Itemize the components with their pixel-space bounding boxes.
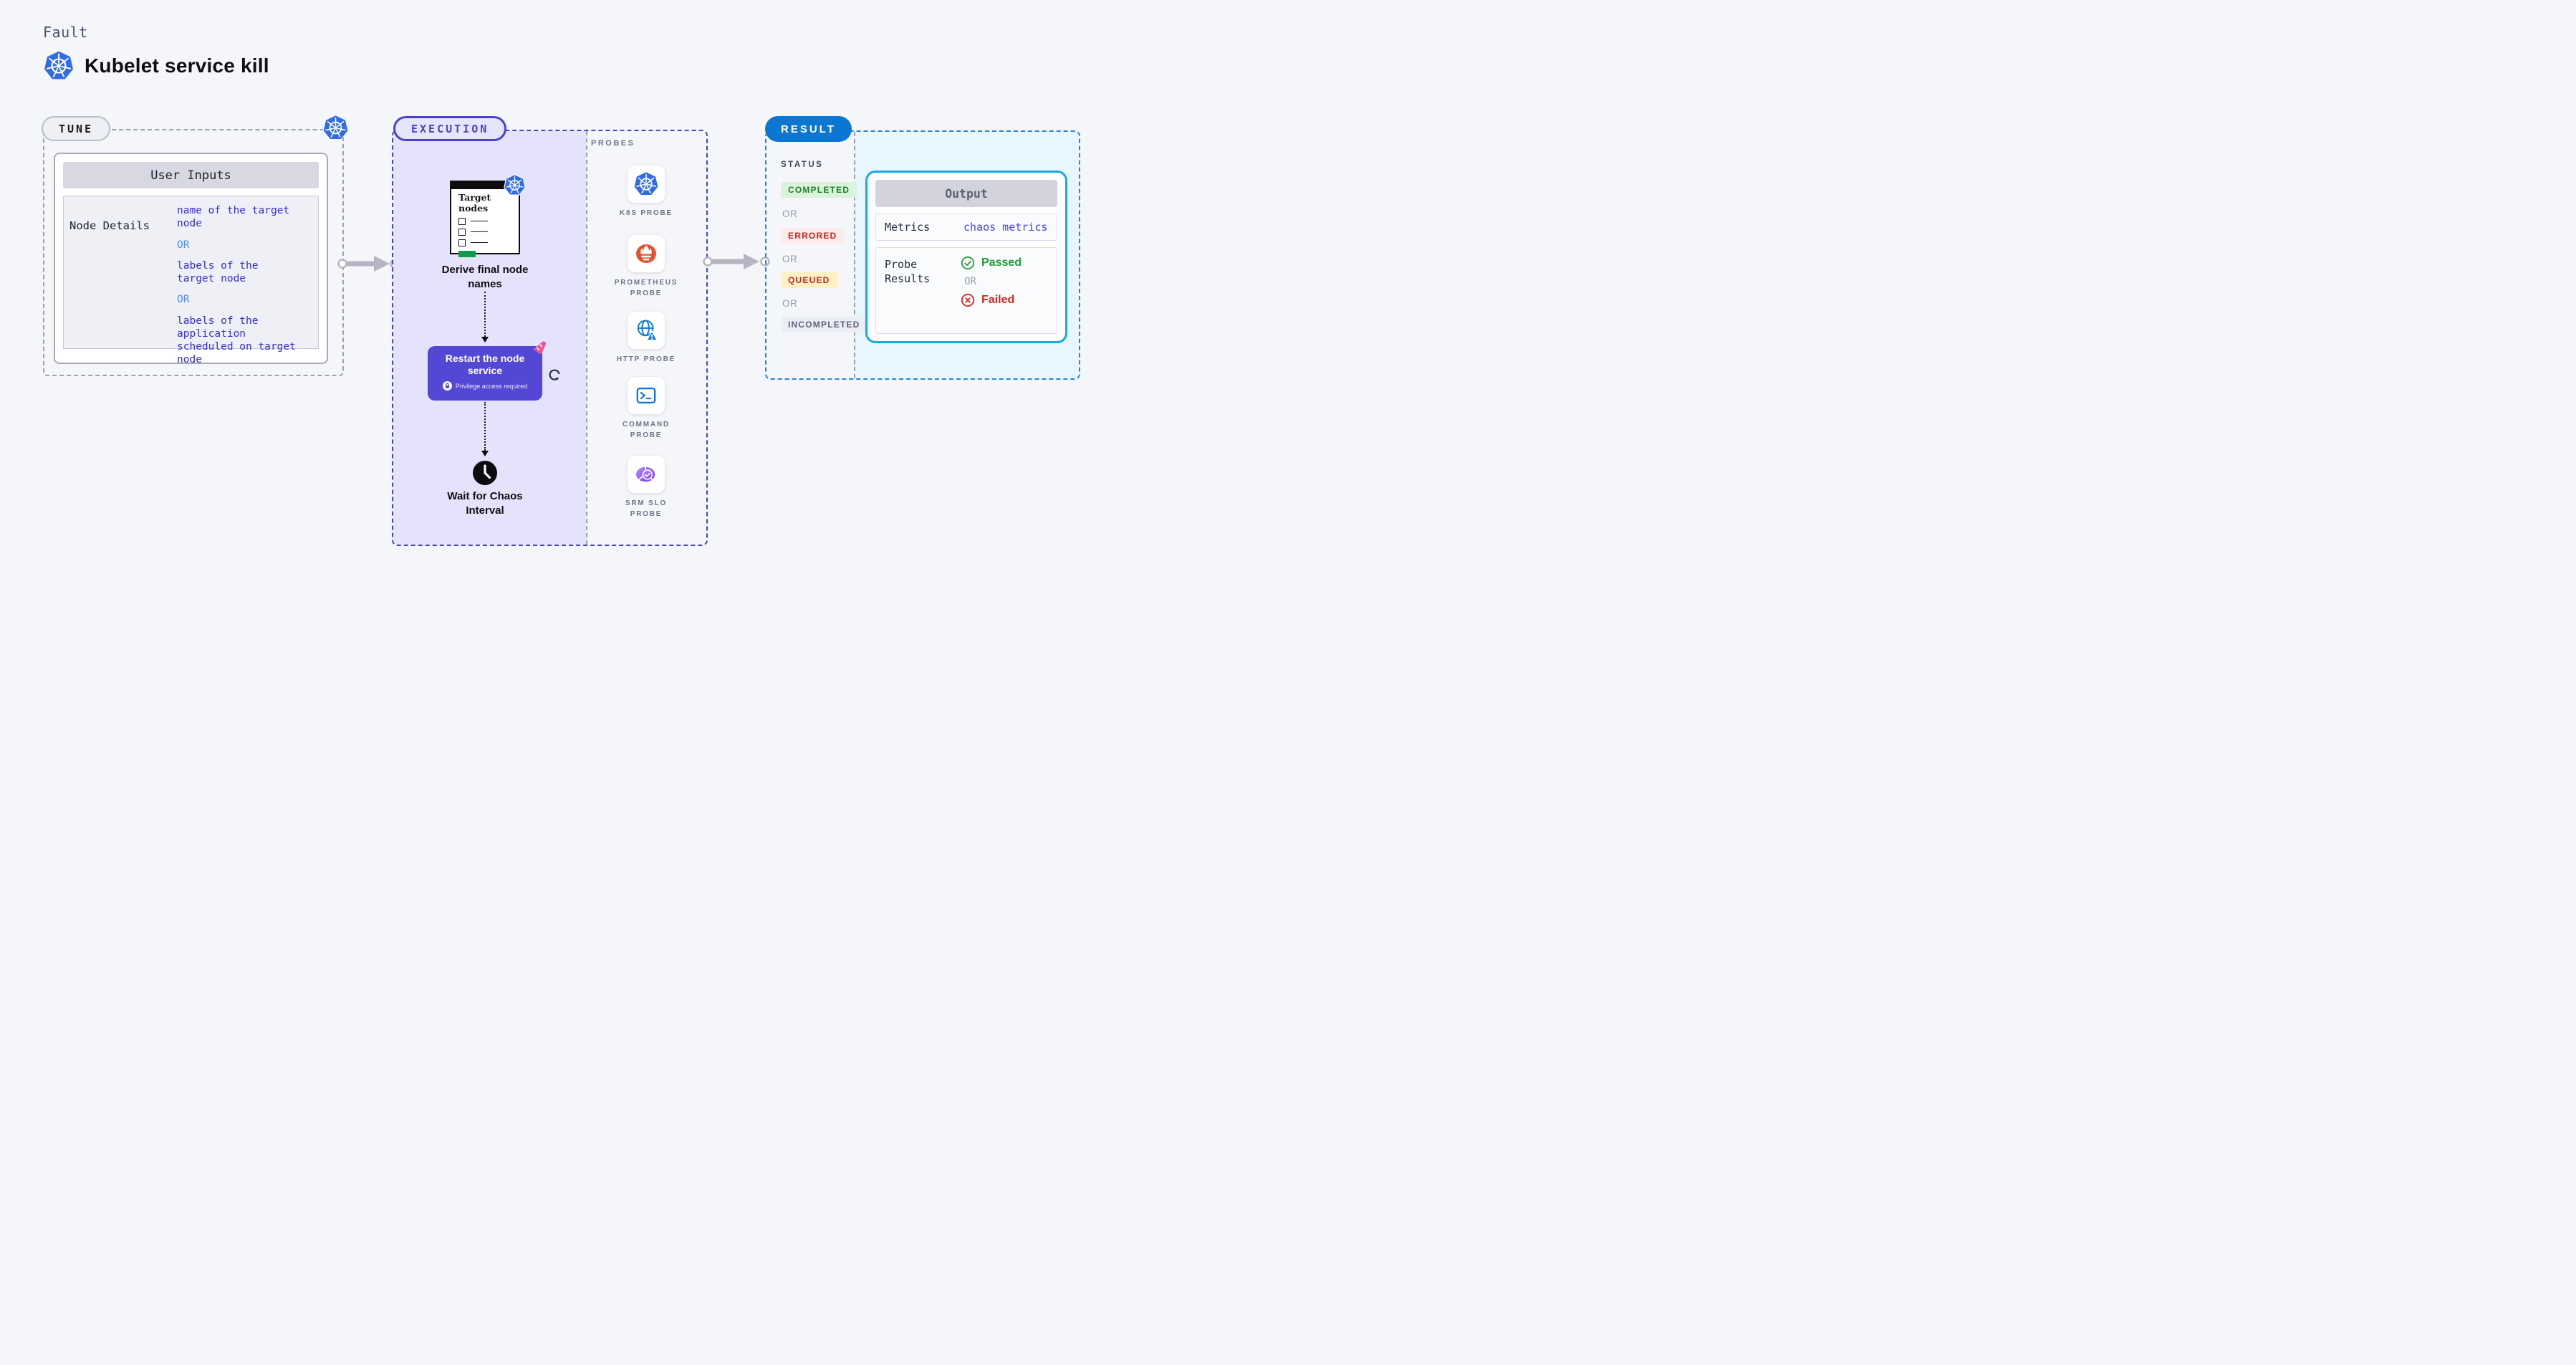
step-derive-node-names: Derive final node names: [441, 264, 529, 290]
probe-name: K8S PROBE: [620, 209, 673, 217]
restart-step-title: Restart the node service: [445, 353, 525, 377]
flow-connector: [484, 292, 486, 337]
check-circle-icon: [961, 256, 975, 270]
probe-item-k8s: K8S PROBE: [585, 166, 708, 219]
value-node-labels: labels of the target node: [177, 259, 259, 285]
checkbox-row: [458, 217, 519, 225]
probe-card: [628, 166, 665, 203]
command-probe-icon: [636, 387, 656, 404]
user-inputs-body: Node Details name of the target node OR …: [63, 196, 319, 365]
or-separator: OR: [782, 298, 798, 309]
or-separator: OR: [177, 294, 190, 306]
node-details-label: Node Details: [69, 219, 150, 232]
execution-to-result-arrow: [703, 254, 770, 269]
probe-name: PROMETHEUS PROBE: [614, 279, 678, 297]
probe-card: [628, 235, 665, 272]
chaos-fault-icon: [533, 341, 547, 354]
target-card-titlebar: [451, 182, 519, 189]
output-title: Output: [875, 180, 1057, 207]
value-node-name: name of the target node: [177, 205, 290, 230]
srm-slo-probe-icon: [636, 466, 655, 482]
privilege-note: Privilege access required: [442, 381, 528, 391]
metrics-value: chaos metrics: [963, 221, 1048, 234]
page-title: Kubelet service kill: [85, 54, 269, 77]
lock-icon: [442, 381, 452, 391]
failed-text: Failed: [981, 294, 1015, 306]
probe-results-row: Probe Results Passed OR Failed: [875, 247, 1057, 334]
http-probe-icon: [637, 320, 658, 341]
probe-card: [628, 377, 665, 414]
status-badge-completed: COMPLETED: [781, 182, 857, 198]
failed-line: Failed: [961, 293, 1022, 307]
probe-results-values: Passed OR Failed: [961, 248, 1022, 307]
clock-icon: [473, 461, 497, 485]
execution-badge: EXECUTION: [393, 116, 507, 141]
privilege-note-text: Privilege access required: [455, 382, 528, 390]
probe-card: [628, 456, 665, 493]
or-separator: OR: [964, 276, 976, 287]
status-label: STATUS: [781, 161, 824, 169]
user-inputs-table: User Inputs Node Details name of the tar…: [54, 153, 328, 365]
probe-results-label: Probe Results: [885, 258, 931, 286]
probe-card: [628, 312, 665, 349]
checkbox-row: [458, 239, 519, 246]
status-divider: [854, 132, 855, 378]
node-details-values: name of the target node OR labels of the…: [177, 196, 318, 365]
tune-section: [43, 129, 344, 376]
kubernetes-logo-icon: [44, 51, 73, 80]
or-separator: OR: [177, 239, 190, 251]
retry-loop-icon: [549, 369, 560, 380]
probe-name: HTTP PROBE: [616, 355, 676, 363]
metrics-label: Metrics: [885, 220, 931, 234]
passed-line: Passed: [961, 256, 1022, 270]
result-badge: RESULT: [765, 116, 852, 142]
probe-item-srm-slo: SRM SLO PROBE: [585, 456, 708, 519]
arrow-down-icon: [481, 337, 489, 343]
target-nodes-title: Target nodes: [458, 192, 491, 214]
fault-kicker: Fault: [43, 24, 88, 41]
probe-item-prometheus: PROMETHEUS PROBE: [585, 235, 708, 299]
status-badge-queued: QUEUED: [781, 272, 837, 288]
flow-connector: [484, 402, 486, 451]
or-separator: OR: [782, 209, 798, 219]
probe-item-http: HTTP PROBE: [585, 312, 708, 365]
tune-badge: TUNE: [42, 116, 111, 141]
probes-label: PROBES: [591, 139, 635, 148]
or-separator: OR: [782, 254, 798, 264]
step-wait-chaos-interval: Wait for Chaos Interval: [447, 490, 523, 517]
probes-divider: [586, 131, 587, 545]
metrics-row: Metrics chaos metrics: [875, 214, 1057, 241]
fault-diagram-page: Fault Kubelet service kill TUNE User Inp…: [0, 0, 1123, 595]
status-badge-incompleted: INCOMPLETED: [781, 317, 868, 332]
k8s-probe-icon: [634, 172, 658, 196]
status-badge-errored: ERRORED: [781, 228, 845, 244]
kubernetes-icon: [322, 115, 349, 140]
passed-text: Passed: [981, 257, 1022, 269]
checkbox-row: [458, 228, 519, 236]
prometheus-probe-icon: [636, 244, 656, 264]
output-card: Output Metrics chaos metrics Probe Resul…: [865, 171, 1067, 343]
kubernetes-badge-icon: [504, 174, 526, 196]
value-app-labels: labels of the application scheduled on t…: [177, 315, 296, 366]
user-inputs-title: User Inputs: [63, 162, 319, 188]
probe-name: COMMAND PROBE: [623, 421, 670, 439]
restart-node-service-step: Restart the node service Privilege acces…: [428, 346, 542, 401]
target-card-button: [458, 250, 476, 257]
x-circle-icon: [961, 293, 975, 307]
probe-item-command: COMMAND PROBE: [585, 377, 708, 441]
arrow-down-icon: [481, 451, 489, 456]
probe-name: SRM SLO PROBE: [625, 499, 668, 518]
